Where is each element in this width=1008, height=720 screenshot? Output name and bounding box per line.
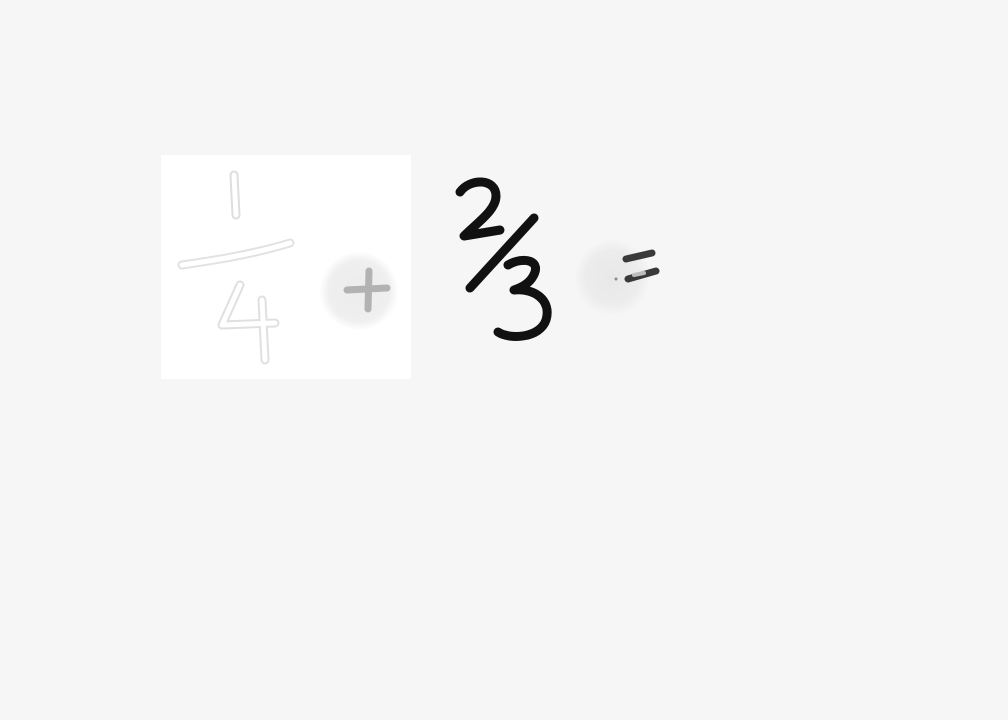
operator-text: +	[0, 0, 1, 1]
denominator-three-stroke	[493, 255, 552, 341]
second-numerator-text: 2	[0, 0, 1, 1]
numerator-two-stroke	[455, 177, 505, 241]
first-denominator-text: 4	[0, 0, 1, 1]
fraction-two-thirds	[455, 177, 552, 341]
plus-icon	[343, 267, 391, 313]
fraction-one-quarter	[177, 170, 295, 365]
second-denominator-text: 3	[0, 0, 1, 1]
first-numerator-text: 1	[0, 0, 1, 1]
equals-icon	[614, 249, 660, 283]
equals-text: =	[0, 0, 1, 1]
fraction-slash	[465, 213, 539, 293]
